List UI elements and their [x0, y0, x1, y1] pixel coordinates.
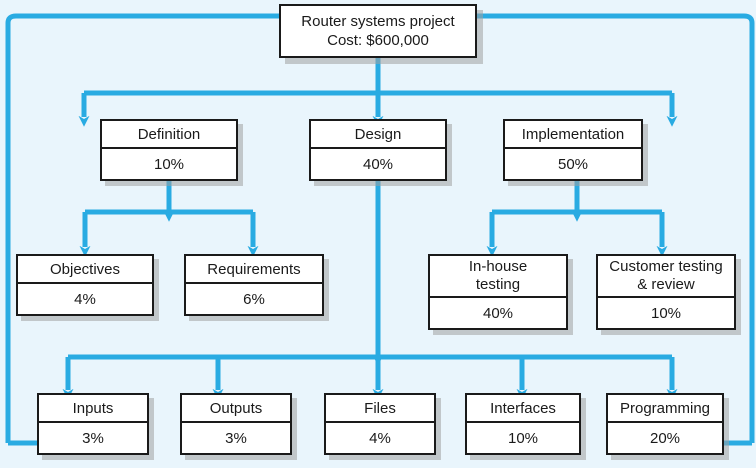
node-label: Definition — [137, 125, 201, 143]
node-label: Router systems project Cost: $600,000 — [301, 13, 455, 49]
node-value: 50% — [557, 155, 589, 173]
node-inputs[interactable]: Inputs 3% — [37, 393, 149, 455]
node-in-house-testing[interactable]: In-house testing 40% — [428, 254, 568, 330]
node-value: 3% — [82, 429, 104, 447]
node-label: Outputs — [209, 399, 263, 417]
node-divider — [598, 296, 734, 298]
node-label: Interfaces — [490, 399, 556, 417]
node-value: 4% — [74, 290, 96, 308]
node-value: 10% — [153, 155, 185, 173]
node-value: 10% — [507, 429, 539, 447]
node-divider — [467, 421, 579, 423]
node-router-systems-project[interactable]: Router systems project Cost: $600,000 — [279, 4, 477, 58]
node-requirements[interactable]: Requirements 6% — [184, 254, 324, 316]
node-divider — [102, 147, 236, 149]
node-divider — [608, 421, 722, 423]
node-programming[interactable]: Programming 20% — [606, 393, 724, 455]
node-interfaces[interactable]: Interfaces 10% — [465, 393, 581, 455]
node-value: 3% — [225, 429, 247, 447]
node-value: 40% — [482, 304, 514, 322]
node-label: Objectives — [49, 260, 121, 278]
node-divider — [182, 421, 290, 423]
node-label: In-house testing — [468, 258, 528, 293]
node-divider — [430, 296, 566, 298]
node-divider — [326, 421, 434, 423]
node-label: Requirements — [207, 260, 301, 278]
node-value: 20% — [649, 429, 681, 447]
node-divider — [18, 282, 152, 284]
node-outputs[interactable]: Outputs 3% — [180, 393, 292, 455]
node-files[interactable]: Files 4% — [324, 393, 436, 455]
node-objectives[interactable]: Objectives 4% — [16, 254, 154, 316]
node-design[interactable]: Design 40% — [309, 119, 447, 181]
node-divider — [311, 147, 445, 149]
node-divider — [505, 147, 641, 149]
node-label: Inputs — [72, 399, 114, 417]
node-label: Programming — [619, 399, 711, 417]
node-label: Implementation — [521, 125, 625, 143]
node-label: Customer testing & review — [609, 258, 723, 293]
node-value: 4% — [369, 429, 391, 447]
node-value: 6% — [243, 290, 265, 308]
node-definition[interactable]: Definition 10% — [100, 119, 238, 181]
node-divider — [39, 421, 147, 423]
node-label: Files — [364, 399, 396, 417]
node-label: Design — [354, 125, 402, 143]
node-value: 40% — [362, 155, 394, 173]
node-customer-testing-review[interactable]: Customer testing & review 10% — [596, 254, 736, 330]
node-implementation[interactable]: Implementation 50% — [503, 119, 643, 181]
node-divider — [186, 282, 322, 284]
node-value: 10% — [650, 304, 682, 322]
